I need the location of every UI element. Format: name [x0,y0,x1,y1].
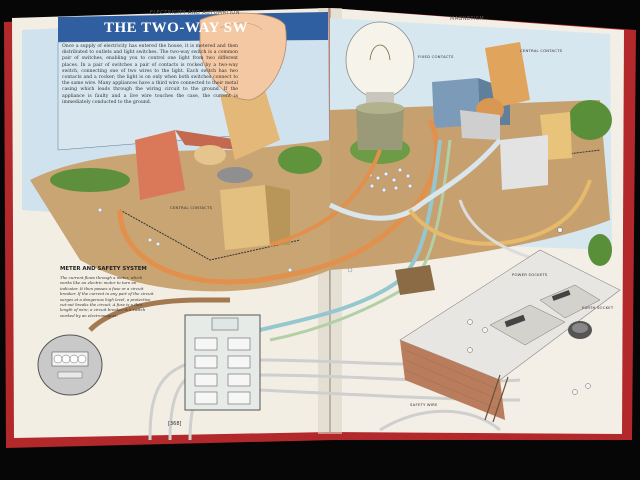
running-head-right: MAGNETISM [450,16,485,22]
label-earth-socket: EARTH SOCKET [582,305,614,310]
chapter-title: THE TWO-WAY SW [104,20,248,36]
label-central-contacts-right: CENTRAL CONTACTS [520,48,563,53]
label-fixed-contacts: FIXED CONTACTS [418,54,454,59]
section-subheading: METER AND SAFETY SYSTEM [60,266,147,272]
running-head-left: ELECTRICITY AND AUTOMATION [150,10,240,16]
page-number: [368] [168,421,182,427]
meter-caption: The current flows through a meter, which… [60,275,154,318]
label-central-contacts: CENTRAL CONTACTS [170,205,213,210]
intro-paragraph: Once a supply of electricity has entered… [62,44,238,105]
label-power-sockets: POWER SOCKETS [512,272,548,277]
label-safety-wire: SAFETY WIRE [410,402,438,407]
